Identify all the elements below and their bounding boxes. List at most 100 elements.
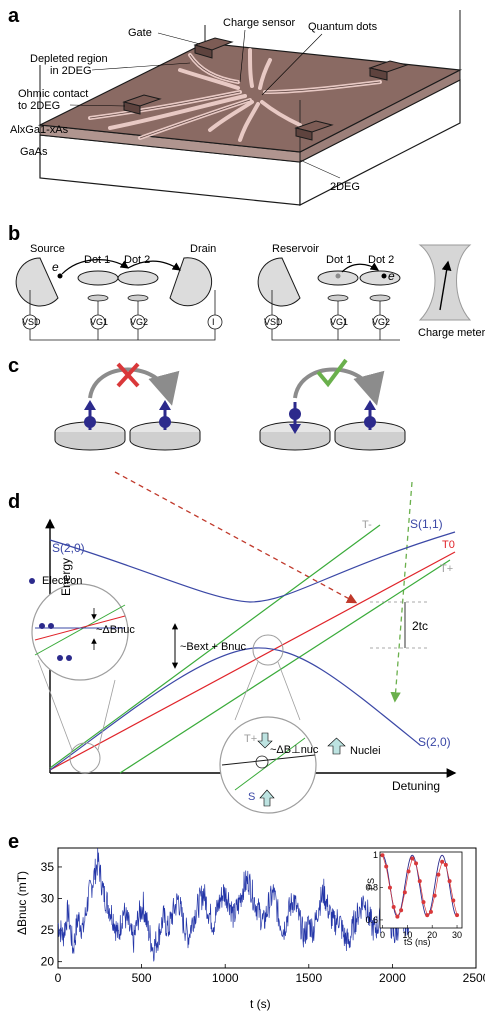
label-ohmic-1: Ohmic contact (18, 88, 88, 100)
ohmic-pads (122, 37, 409, 141)
label-dot1-left: Dot 1 (84, 254, 110, 266)
label-electron-left: e (52, 260, 59, 274)
inset-x-tick-label: 30 (452, 930, 462, 940)
inset-data-point (421, 900, 426, 905)
label-s20-bottom: S(2,0) (418, 735, 451, 749)
forbidden-cross-icon (116, 362, 140, 388)
panel-label-a: a (8, 5, 20, 27)
x-tick-label: 2500 (463, 971, 485, 985)
label-t-minus: T- (362, 519, 372, 531)
inset-data-point (432, 893, 437, 898)
inset-data-point (451, 898, 456, 903)
spin-up-icon (159, 400, 171, 430)
inset-x-tick-label: 10 (402, 930, 412, 940)
spin-up-icon (84, 400, 96, 430)
label-2tc: 2tc (412, 619, 428, 633)
label-current: I (212, 317, 215, 327)
label-vsd-left: VSD (22, 317, 41, 327)
spin-down-icon (289, 402, 301, 434)
inset-data-point (410, 856, 415, 861)
label-quantum-dots: Quantum dots (308, 21, 378, 33)
pauli-blockade-schematic (54, 358, 406, 451)
nuclear-field-chart: 050010001500200025002025303501020300.60.… (41, 847, 485, 985)
y-tick-label: 20 (41, 955, 55, 969)
allowed-check-icon (316, 358, 348, 388)
inset-x-axis-label: tS (ns) (404, 937, 431, 947)
label-algaas: AlxGa1-xAs (10, 124, 69, 136)
label-charge-meter: Charge meter (418, 327, 485, 339)
energy-diagram (29, 471, 457, 814)
gate-outlines (89, 54, 381, 139)
inset-data-point (402, 890, 407, 895)
double-dot-transport-schematic (15, 244, 472, 341)
x-tick-label: 500 (132, 971, 152, 985)
panel-label-d: d (8, 491, 20, 513)
x-tick-label: 1000 (212, 971, 239, 985)
nuclei-arrow-icon (327, 737, 346, 755)
label-reservoir: Reservoir (272, 243, 319, 255)
x-tick-label: 0 (55, 971, 62, 985)
label-vg2-right: VG2 (372, 317, 390, 327)
inset-data-point (391, 904, 396, 909)
label-bext: ~Bext + Bnuc (180, 641, 247, 653)
label-delta-b: ~ΔBnuc (96, 624, 135, 636)
inset-x-tick-label: 0 (380, 930, 385, 940)
inset-data-point (440, 859, 445, 864)
spin-up-icon (364, 400, 376, 430)
inset-data-point (399, 908, 404, 913)
inset-data-point (380, 853, 385, 858)
label-s20-top: S(2,0) (52, 541, 85, 555)
label-vsd-right: VSD (264, 317, 283, 327)
inset-fit-line (382, 854, 458, 918)
y-tick-label: 30 (41, 892, 55, 906)
device-schematic (37, 10, 463, 206)
panel-label-e: e (8, 831, 19, 853)
panel-label-c: c (8, 355, 19, 377)
label-energy: Energy (59, 558, 73, 596)
inset-y-tick-label: 0.8 (365, 883, 378, 893)
inset-data-point (436, 872, 441, 877)
label-s11: S(1,1) (410, 517, 443, 531)
dot-disc (129, 421, 201, 451)
inset-data-point (384, 864, 389, 869)
inset-data-point (414, 861, 419, 866)
label-t-plus: T+ (440, 563, 453, 575)
label-dot1-right: Dot 1 (326, 254, 352, 266)
label-nuclei: Nuclei (350, 745, 381, 757)
label-delta-b-perp: ~ΔB⊥nuc (270, 744, 319, 756)
label-gate: Gate (128, 27, 152, 39)
inset-y-axis-label: PS (366, 878, 376, 890)
y-axis-label: ΔBnuc (mT) (15, 871, 29, 935)
label-vg2-left: VG2 (130, 317, 148, 327)
label-electron-legend: Electron (42, 575, 82, 587)
series-line (57, 848, 410, 962)
inset-data-point (443, 862, 448, 867)
inset-y-tick-label: 1 (373, 850, 378, 860)
panel-label-b: b (8, 223, 20, 245)
inset-data-point (395, 914, 400, 919)
label-gaas: GaAs (20, 146, 48, 158)
spin-pair-icon (29, 578, 72, 661)
dot-disc (54, 421, 126, 451)
inset-data-point (387, 885, 392, 890)
inset-frame (379, 851, 463, 929)
label-drain: Drain (190, 243, 216, 255)
y-tick-label: 35 (41, 860, 55, 874)
label-t0: T0 (442, 539, 455, 551)
label-vg1-left: VG1 (90, 317, 108, 327)
label-dot2-left: Dot 2 (124, 254, 150, 266)
label-s-inset: S (248, 791, 255, 803)
inset-data-point (425, 913, 430, 918)
label-ohmic-2: to 2DEG (18, 100, 60, 112)
label-depleted-2: in 2DEG (50, 65, 92, 77)
inset-data-point (406, 869, 411, 874)
label-detuning: Detuning (392, 779, 440, 793)
inset-data-point (455, 913, 460, 918)
inset-data-point (428, 909, 433, 914)
inset-data-point (447, 879, 452, 884)
label-charge-sensor: Charge sensor (223, 17, 295, 29)
x-tick-label: 2000 (379, 971, 406, 985)
x-tick-label: 1500 (295, 971, 322, 985)
label-t-plus-inset: T+ (244, 733, 257, 745)
